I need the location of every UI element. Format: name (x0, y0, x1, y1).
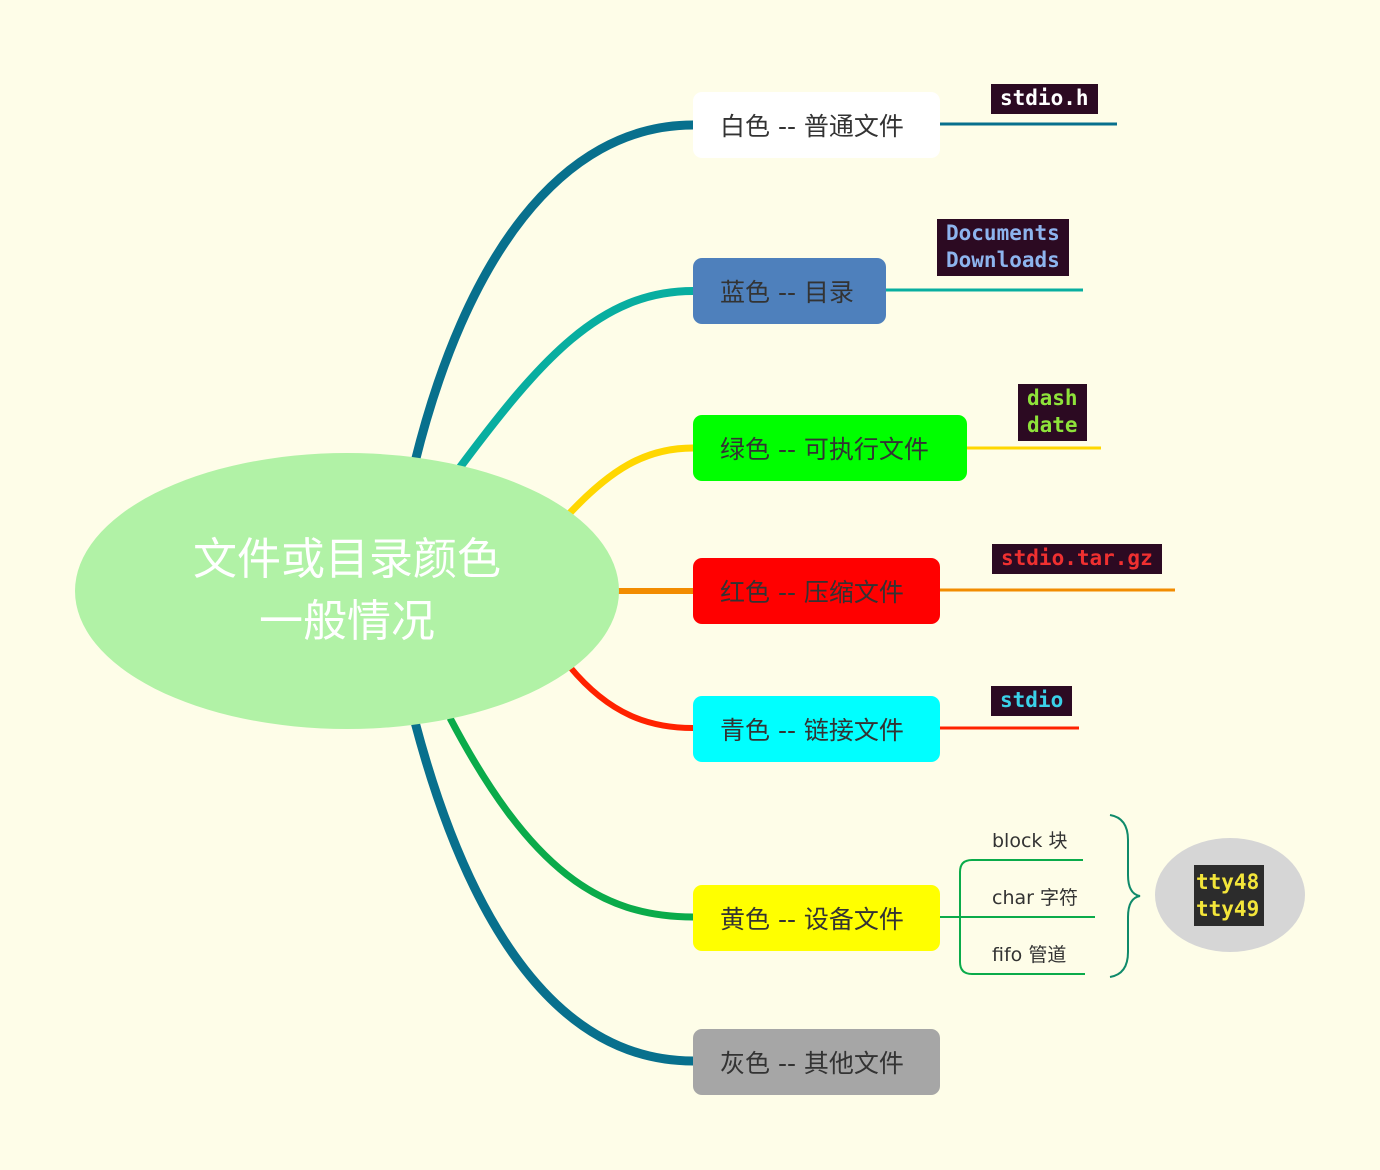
terminal-sample-archive: stdio.tar.gz (992, 544, 1162, 574)
terminal-sample-device: tty48 tty49 (1194, 865, 1264, 926)
terminal-sample-directory: Documents Downloads (937, 219, 1069, 276)
branch-label: 绿色 -- 可执行文件 (720, 435, 929, 464)
branch-curve-gray (410, 720, 694, 1066)
branch-curve-yellow (446, 716, 694, 921)
root-topic-title: 文件或目录颜色 一般情况 (193, 534, 501, 647)
device-type-connectors (940, 859, 1095, 975)
branch-node-green[interactable]: 绿色 -- 可执行文件 (693, 415, 967, 481)
branch-label: 黄色 -- 设备文件 (720, 905, 904, 934)
branch-node-white[interactable]: 白色 -- 普通文件 (693, 92, 940, 158)
branch-node-gray[interactable]: 灰色 -- 其他文件 (693, 1029, 940, 1095)
device-type-block[interactable]: block 块 (992, 830, 1068, 852)
terminal-sample-regular-file: stdio.h (991, 84, 1098, 114)
terminal-sample-link: stdio (991, 686, 1073, 716)
branch-label: 蓝色 -- 目录 (720, 278, 854, 307)
branch-node-cyan[interactable]: 青色 -- 链接文件 (693, 696, 940, 762)
branch-node-red[interactable]: 红色 -- 压缩文件 (693, 558, 940, 624)
device-type-fifo[interactable]: fifo 管道 (992, 944, 1067, 966)
branch-label: 灰色 -- 其他文件 (720, 1049, 904, 1078)
branch-curve-cyan (567, 665, 694, 731)
device-type-brace (1109, 814, 1141, 978)
branch-curve-blue (454, 287, 694, 473)
branch-curve-white (410, 120, 694, 464)
branch-node-yellow[interactable]: 黄色 -- 设备文件 (693, 885, 940, 951)
device-type-char[interactable]: char 字符 (992, 887, 1078, 909)
branch-label: 青色 -- 链接文件 (720, 716, 904, 745)
root-topic: 文件或目录颜色 一般情况 (75, 453, 619, 729)
terminal-sample-executable: dash date (1018, 384, 1087, 441)
branch-label: 白色 -- 普通文件 (720, 112, 904, 141)
branch-node-blue[interactable]: 蓝色 -- 目录 (693, 258, 886, 324)
branch-label: 红色 -- 压缩文件 (720, 578, 904, 607)
branch-curve-green (565, 444, 694, 518)
